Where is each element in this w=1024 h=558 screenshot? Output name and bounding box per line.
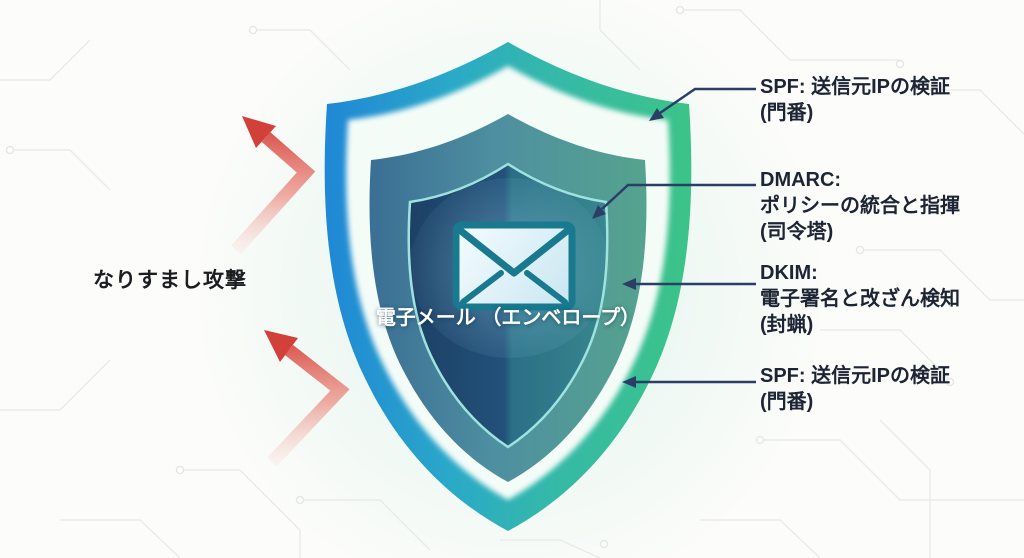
callout-title: SPF: 送信元IPの検証 xyxy=(760,76,951,98)
attack-arrow-top xyxy=(231,116,316,255)
callout-description: 電子署名と改ざん検知 xyxy=(760,288,960,310)
callout-title: DKIM: xyxy=(760,262,818,284)
callout-title: DMARC: xyxy=(760,169,842,191)
core-label-line1: 電子メール xyxy=(375,307,476,329)
connector-dmarc xyxy=(592,183,756,219)
email-envelope-icon xyxy=(452,221,576,311)
attack-arrow-bottom xyxy=(264,330,350,467)
callout-subtitle: (門番) xyxy=(760,102,814,124)
connector-spf-bottom xyxy=(622,376,756,388)
callout-spf-top: SPF: 送信元IPの検証 (門番) xyxy=(760,74,1016,126)
callout-dmarc: DMARC: ポリシーの統合と指揮 (司令塔) xyxy=(760,167,1016,245)
callout-spf-bottom: SPF: 送信元IPの検証 (門番) xyxy=(760,363,1016,415)
callout-subtitle: (封蝋) xyxy=(760,314,814,336)
deflected-attack-arrow-icon xyxy=(231,116,350,467)
core-label-line2: （エンベロープ） xyxy=(481,307,641,329)
callout-description: ポリシーの統合と指揮 xyxy=(760,195,960,217)
callout-subtitle: (司令塔) xyxy=(760,221,834,243)
shield-core-label: 電子メール （エンベロープ） xyxy=(376,306,640,330)
callout-subtitle: (門番) xyxy=(760,391,814,413)
connector-dkim xyxy=(622,278,756,290)
callout-connectors xyxy=(592,87,756,388)
spoofing-attack-label: なりすまし攻撃 xyxy=(93,269,247,292)
connector-spf-top xyxy=(649,87,756,121)
callout-dkim: DKIM: 電子署名と改ざん検知 (封蝋) xyxy=(760,260,1016,338)
callout-title: SPF: 送信元IPの検証 xyxy=(760,365,951,387)
